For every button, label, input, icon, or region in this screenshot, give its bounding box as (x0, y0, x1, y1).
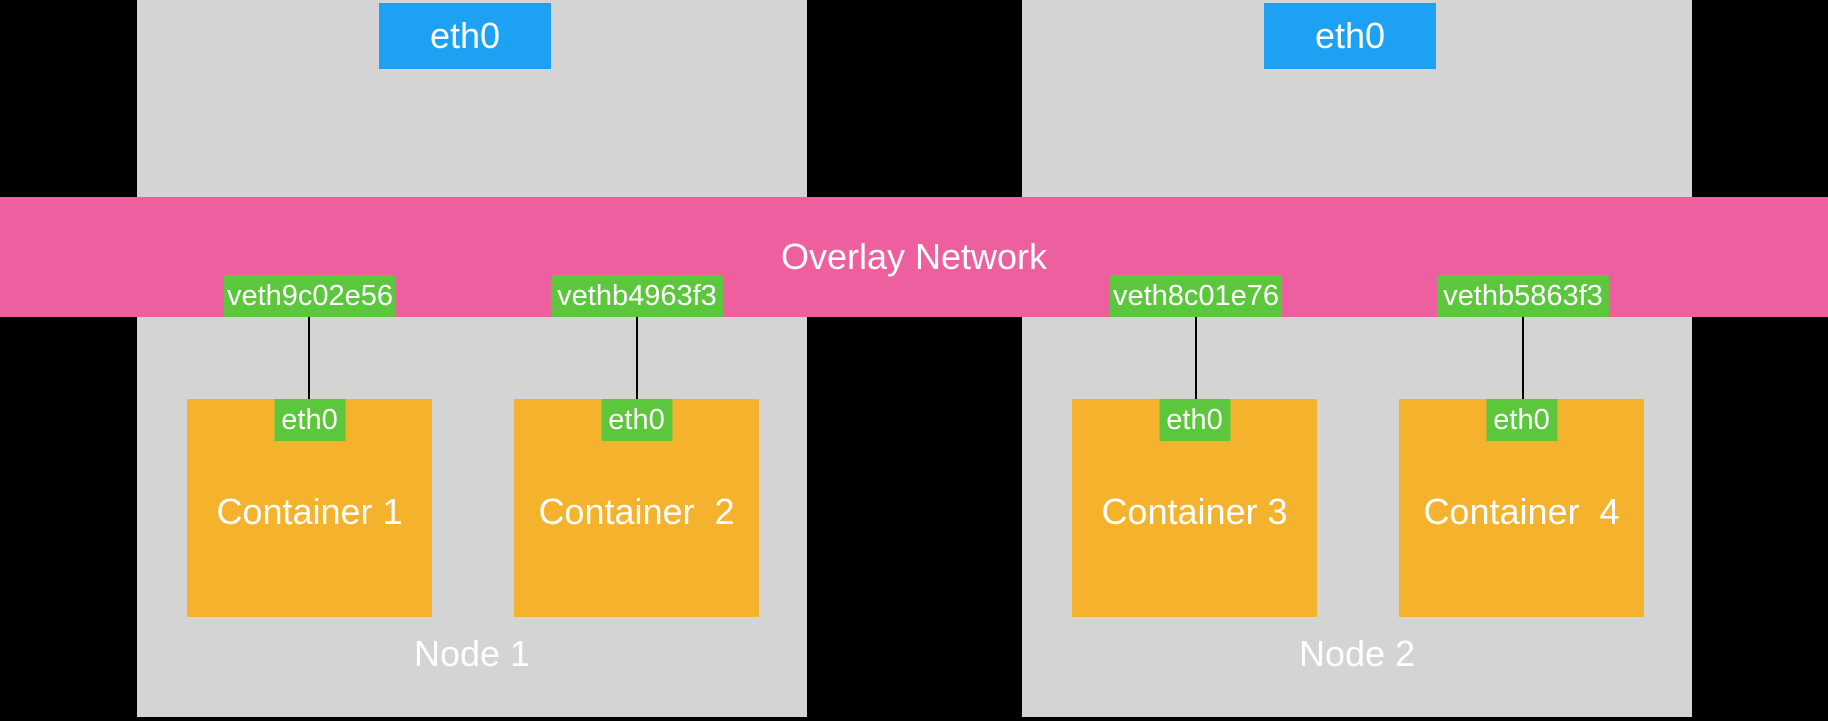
node-1-label: Node 1 (413, 633, 531, 674)
node-2-label: Node 2 (1298, 633, 1416, 674)
veth-connector-line-2 (636, 317, 638, 399)
overlay-network-label: Overlay Network (780, 236, 1048, 277)
node-2-box: eth0 eth0 Container 3 eth0 Container 4 N… (1022, 0, 1692, 717)
container-1-name: Container 1 (216, 491, 403, 532)
veth-connector-line-3 (1195, 317, 1197, 399)
container-2-eth0-label: eth0 (601, 399, 672, 441)
node-2-host-eth0-label: eth0 (1264, 3, 1436, 69)
veth-connector-line-1 (308, 317, 310, 399)
container-3-name: Container 3 (1101, 491, 1288, 532)
node-1-host-eth0-label: eth0 (379, 3, 551, 69)
node-1-box: eth0 eth0 Container 1 eth0 Container 2 N… (137, 0, 807, 717)
container-4-box: eth0 Container 4 (1399, 399, 1644, 617)
veth-label-3: veth8c01e76 (1110, 275, 1282, 317)
container-3-box: eth0 Container 3 (1072, 399, 1317, 617)
container-1-box: eth0 Container 1 (187, 399, 432, 617)
veth-label-2: vethb4963f3 (551, 275, 723, 317)
container-2-box: eth0 Container 2 (514, 399, 759, 617)
veth-connector-line-4 (1522, 317, 1524, 399)
container-1-eth0-label: eth0 (274, 399, 345, 441)
container-3-eth0-label: eth0 (1159, 399, 1230, 441)
container-4-name: Container 4 (1423, 491, 1620, 532)
container-2-name: Container 2 (538, 491, 735, 532)
veth-label-4: vethb5863f3 (1437, 275, 1609, 317)
veth-label-1: veth9c02e56 (224, 275, 396, 317)
container-4-eth0-label: eth0 (1486, 399, 1557, 441)
